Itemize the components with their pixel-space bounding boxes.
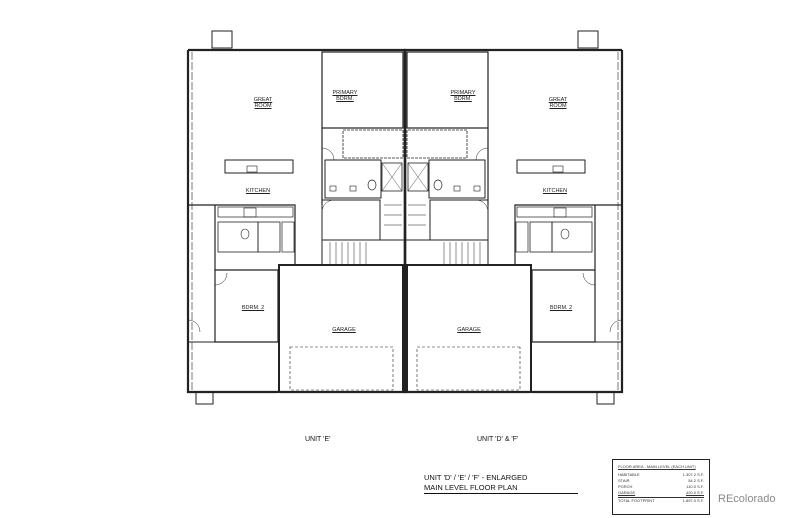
garage-label-left: GARAGE: [332, 327, 356, 333]
kitchen-label-right: KITCHEN: [542, 188, 568, 194]
table-row: GARAGE 420.0 S.F.: [618, 490, 704, 496]
row-label: HABITABLE: [618, 472, 640, 477]
kitchen-label-left: KITCHEN: [245, 188, 271, 194]
row-label: PORCH: [618, 484, 633, 489]
row-label: GARAGE: [618, 490, 636, 495]
bdrm2-label-right: BDRM. 2: [549, 305, 573, 311]
row-value: 54.2 S.F.: [688, 478, 704, 483]
primary-bdrm-label-right: PRIMARY BDRM.: [450, 90, 476, 102]
table-row: HABITABLE 1,307.2 S.F.: [618, 472, 704, 478]
primary-bdrm-label-left: PRIMARY BDRM.: [332, 90, 358, 102]
floor-area-table: FLOOR AREA - MAIN LEVEL (EACH UNIT) HABI…: [612, 459, 710, 515]
row-value: 420.0 S.F.: [685, 490, 704, 495]
row-value: 110.0 S.F.: [686, 484, 704, 489]
unit-df-plan: [403, 29, 624, 406]
row-value: 1,307.2 S.F.: [682, 472, 704, 477]
great-room-label-left: GREAT ROOM: [253, 97, 273, 109]
row-label: STAIR: [618, 478, 630, 483]
plan-title: UNIT 'D' / 'E' / 'F' - ENLARGED MAIN LEV…: [424, 473, 578, 494]
title-line-1: UNIT 'D' / 'E' / 'F' - ENLARGED: [424, 473, 528, 482]
great-room-label-right: GREAT ROOM: [548, 97, 568, 109]
unit-e-label: UNIT 'E': [305, 436, 331, 443]
total-value: 1,897.0 S.F.: [682, 498, 704, 503]
table-row: PORCH 110.0 S.F.: [618, 484, 704, 490]
table-heading: FLOOR AREA - MAIN LEVEL (EACH UNIT): [618, 464, 696, 469]
table-total-row: TOTAL FOOTPRINT 1,897.0 S.F.: [618, 497, 704, 504]
unit-df-label: UNIT 'D' & 'F': [477, 436, 519, 443]
unit-e-plan: [186, 29, 407, 406]
garage-label-right: GARAGE: [457, 327, 481, 333]
title-line-2: MAIN LEVEL FLOOR PLAN: [424, 483, 578, 494]
bdrm2-label-left: BDRM. 2: [241, 305, 265, 311]
total-label: TOTAL FOOTPRINT: [618, 498, 655, 503]
table-row: STAIR 54.2 S.F.: [618, 478, 704, 484]
watermark-logo: REcolorado: [718, 493, 776, 505]
